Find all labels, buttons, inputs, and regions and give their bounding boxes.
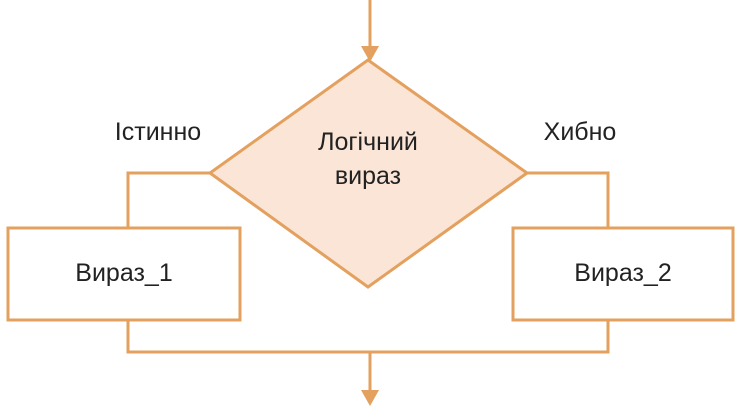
output-arrowhead: [361, 390, 379, 406]
input-arrowhead: [361, 46, 379, 62]
condition-diamond: [207, 58, 530, 289]
false-action-text: Вираз_2: [574, 259, 672, 287]
false-branch-line: [527, 171, 610, 228]
false-label: Хибно: [543, 118, 617, 146]
true-action-box: [6, 226, 242, 322]
condition-text-line1: Логічний: [318, 128, 418, 156]
true-label: Істинно: [114, 118, 202, 146]
merge-line: [126, 320, 610, 354]
false-action-box: [511, 226, 735, 322]
condition-text-line2: вираз: [334, 162, 402, 190]
true-action-text: Вираз_1: [75, 259, 173, 287]
true-branch-line: [126, 171, 210, 228]
